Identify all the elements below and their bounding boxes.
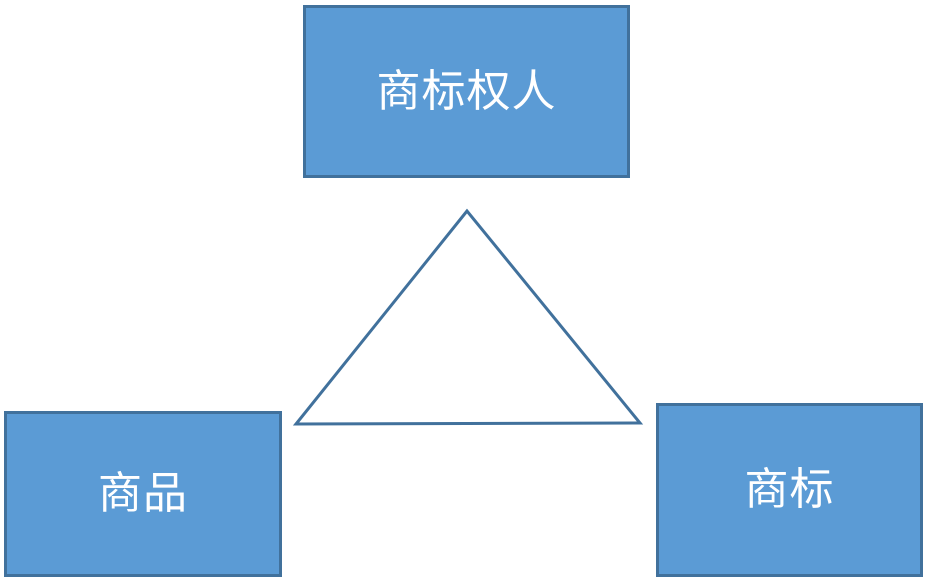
node-trademark-label: 商标 (744, 464, 835, 515)
node-trademark-owner: 商标权人 (303, 5, 630, 178)
triangle-outline (292, 208, 644, 426)
node-trademark-owner-label: 商标权人 (376, 65, 557, 117)
node-goods: 商品 (4, 411, 282, 577)
node-goods-label: 商品 (98, 468, 188, 519)
node-trademark: 商标 (656, 403, 923, 577)
